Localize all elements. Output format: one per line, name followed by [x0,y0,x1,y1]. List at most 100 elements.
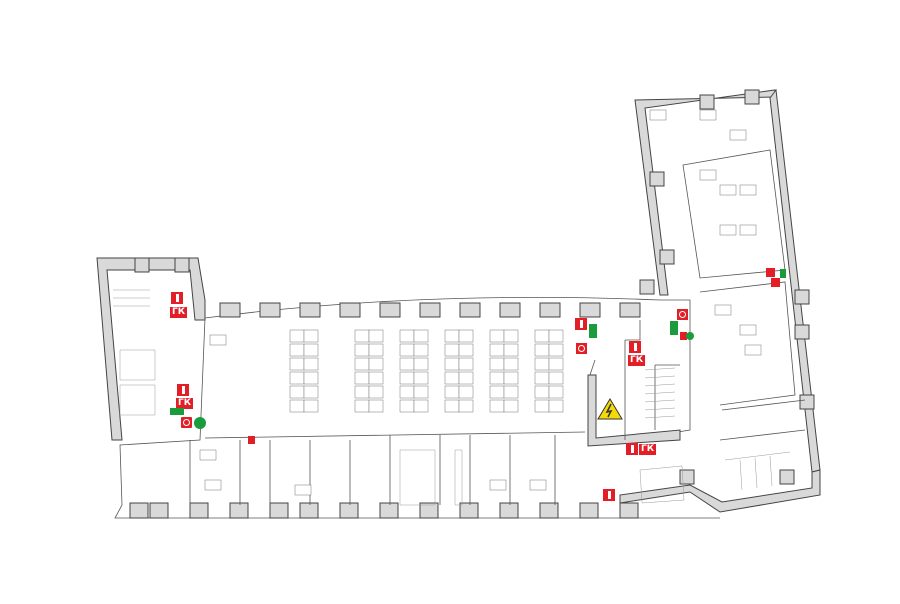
window-pier [799,394,815,410]
window-piers [129,89,815,519]
desk [368,371,384,385]
desk [413,343,429,357]
desk [503,343,519,357]
window-pier [149,502,169,519]
desk [489,329,505,343]
fire-alarm-icon [771,278,780,287]
desk [289,343,305,357]
desk [458,329,474,343]
fire-extinguisher-icon [177,384,189,396]
wc-stalls [724,451,791,491]
fire-alarm-icon [677,309,688,320]
window-pier [649,171,665,187]
emergency-exit-icon [170,408,184,415]
fire-extinguisher-icon [680,332,687,340]
fire-extinguisher-icon [248,436,255,444]
emergency-exit-icon [589,324,597,338]
desk [354,385,370,399]
workstations [199,109,762,496]
desk [354,399,370,413]
desk [368,357,384,371]
window-pier [619,302,641,318]
desk [204,479,222,491]
desk [413,329,429,343]
window-pier [419,302,441,318]
desk [444,371,460,385]
desk [458,357,474,371]
emergency-exit-icon [670,321,678,335]
interior-lines [113,149,806,506]
desk [413,399,429,413]
desk [209,334,227,346]
desk [354,343,370,357]
window-pier [259,302,281,318]
window-pier [339,302,361,318]
desk [199,449,217,461]
desk [368,385,384,399]
window-pier [129,502,149,519]
desk [399,357,415,371]
desk [289,371,305,385]
window-pier [539,302,561,318]
desk [458,343,474,357]
desk [548,357,564,371]
desk [699,109,717,121]
window-pier [499,502,519,519]
fire-hydrant-label: ГК [175,397,195,410]
desk [289,329,305,343]
window-pier [189,502,209,519]
window-pier [579,502,599,519]
desk [548,371,564,385]
window-pier [299,302,321,318]
desk [289,357,305,371]
desk [529,479,547,491]
window-pier [794,289,810,305]
window-pier [499,302,521,318]
window-pier [419,502,439,519]
window-pier [794,324,810,340]
desk [534,357,550,371]
desk [444,343,460,357]
desk [354,371,370,385]
desk [744,344,762,356]
desk [444,357,460,371]
desk [534,343,550,357]
lift-shaft [399,449,685,506]
desk [534,371,550,385]
window-pier [229,502,249,519]
assembly-point-icon [686,332,694,340]
window-pier [679,469,695,485]
desk [503,385,519,399]
desk [503,357,519,371]
desk [289,385,305,399]
desk [368,329,384,343]
window-pier [379,502,399,519]
core-wall [587,374,681,447]
desk [444,329,460,343]
window-pier [174,257,190,273]
stairs [113,289,676,419]
desk [503,399,519,413]
fire-extinguisher-icon [603,489,615,501]
fire-extinguisher-icon [629,341,641,353]
desk [719,224,737,236]
fire-alarm-icon [181,417,192,428]
desk [303,399,319,413]
window-pier [459,302,481,318]
walls [96,88,821,519]
window-pier [459,502,479,519]
desk [444,399,460,413]
desk [503,371,519,385]
corridor-wall [189,431,586,505]
fire-extinguisher-icon [575,318,587,330]
desk [503,329,519,343]
desk [368,343,384,357]
desk [399,399,415,413]
desk [489,371,505,385]
desk [729,129,747,141]
desk [303,357,319,371]
desk [413,371,429,385]
window-pier [134,257,150,273]
desk [399,329,415,343]
desk [399,343,415,357]
